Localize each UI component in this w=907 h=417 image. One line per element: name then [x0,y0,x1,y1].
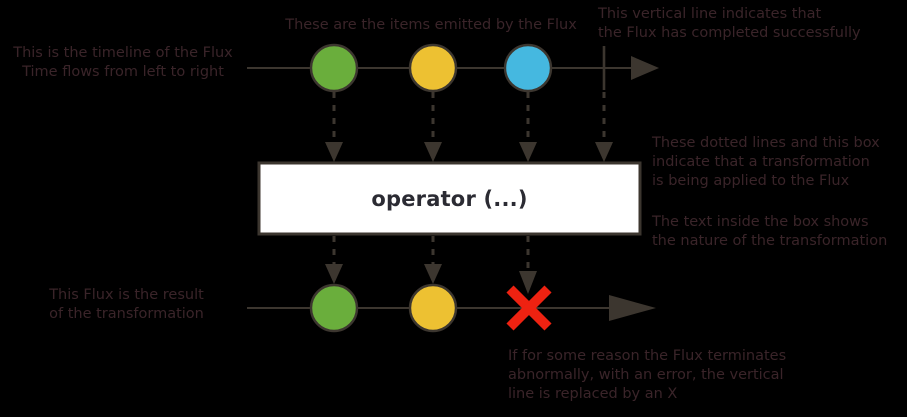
operator-box[interactable] [257,161,642,236]
output-dotted-arrows [325,236,537,294]
annotation-completion: This vertical line indicates that the Fl… [598,6,861,41]
input-arrow-2 [424,92,442,162]
marble-yellow-result[interactable] [408,283,458,333]
output-arrow-3-head [519,271,537,294]
error-x-stroke-b [506,285,552,331]
input-dotted-arrows [325,92,613,162]
output-arrow-2-head [424,264,442,284]
annotation-transformation: These dotted lines and this box indicate… [652,135,880,189]
input-arrow-3-head [519,142,537,162]
annotation-box-text: The text inside the box shows the nature… [652,214,888,249]
annotation-items: These are the items emitted by the Flux [285,17,577,33]
output-arrow-1 [325,236,343,284]
input-arrow-1 [325,92,343,162]
source-timeline-arrowhead [631,56,659,80]
marble-green-result[interactable] [309,283,359,333]
annotation-error: If for some reason the Flux terminates a… [508,348,787,402]
source-timeline [247,43,659,93]
output-arrow-2 [424,236,442,284]
marble-yellow-source[interactable] [408,43,458,93]
input-arrow-4 [595,92,613,162]
input-arrow-1-head [325,142,343,162]
result-timeline [247,283,656,333]
input-arrow-4-head [595,142,613,162]
input-arrow-3 [519,92,537,162]
annotation-result: This Flux is the result of the transform… [49,287,204,322]
output-arrow-3 [519,236,537,294]
error-x-marker[interactable] [506,285,552,331]
marble-green-source[interactable] [309,43,359,93]
result-timeline-arrowhead [609,295,656,321]
output-arrow-1-head [325,264,343,284]
input-arrow-2-head [424,142,442,162]
marble-blue-source[interactable] [503,43,553,93]
annotation-timeline: This is the timeline of the Flux Time fl… [13,45,233,80]
